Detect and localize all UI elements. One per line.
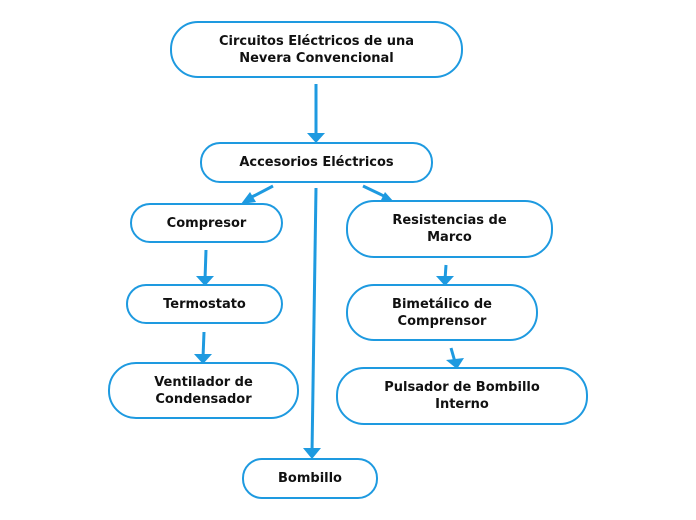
arrow-termostato-to-ventilador [201,331,206,359]
node-bombillo[interactable]: Bombillo [242,458,378,499]
node-termostato[interactable]: Termostato [126,284,283,324]
node-resistencias-label: Resistencias de Marco [392,213,507,245]
node-pulsador-label: Pulsador de Bombillo Interno [384,380,540,412]
node-accesorios-label: Accesorios Eléctricos [239,155,394,170]
node-root[interactable]: Circuitos Eléctricos de una Nevera Conve… [170,21,463,78]
node-bimetalico-comprensor[interactable]: Bimetálico de Comprensor [346,284,538,341]
node-compresor-label: Compresor [166,215,247,231]
arrow-accesorios-to-bombillo [310,187,318,454]
arrow-compresor-to-termostato [203,249,208,281]
arrow-bimetalico-to-pulsador [449,347,457,363]
node-accesorios-electricos[interactable]: Accesorios Eléctricos [200,142,433,183]
node-resistencias-marco[interactable]: Resistencias de Marco [346,200,553,258]
arrow-accesorios-to-resistencias [362,184,387,199]
arrow-accesorios-to-compresor [247,184,274,201]
node-compresor[interactable]: Compresor [130,203,283,243]
node-bombillo-label: Bombillo [278,471,342,486]
node-root-label: Circuitos Eléctricos de una Nevera Conve… [218,33,414,66]
node-ventilador-condensador[interactable]: Ventilador de Condensador [108,362,299,419]
arrow-resistencias-to-bimetalico [443,264,448,281]
node-termostato-label: Termostato [163,296,246,312]
node-bimetalico-label: Bimetálico de Comprensor [392,296,492,329]
node-ventilador-label: Ventilador de Condensador [154,374,253,407]
node-pulsador-bombillo[interactable]: Pulsador de Bombillo Interno [336,367,588,425]
